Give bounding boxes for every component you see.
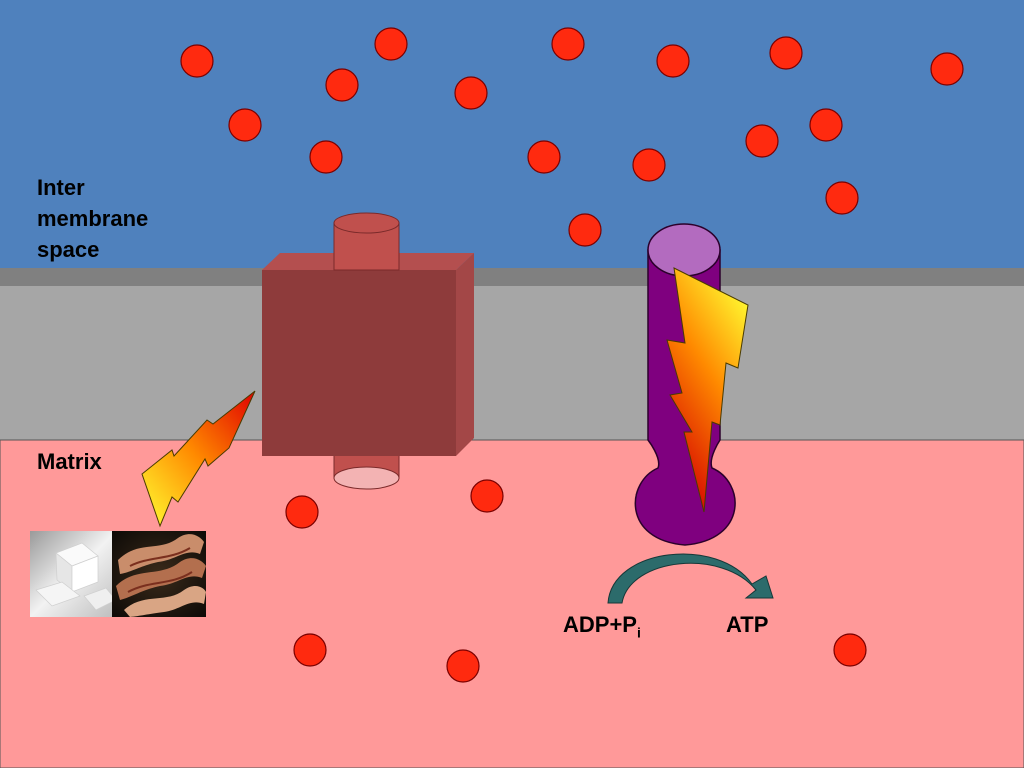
proton-layer [180,27,964,683]
proton [825,181,859,215]
intermembrane-space-label: Inter membrane space [37,175,149,262]
sugar-cubes-icon [30,531,117,617]
proton [374,27,408,61]
matrix-label: Matrix [37,449,102,474]
lightning-bolt-icon [666,267,749,513]
inner-membrane-edge [0,268,1024,286]
lightning-bolt-icon [141,390,256,528]
proton [285,495,319,529]
electron-transport-complex [262,212,474,490]
proton [527,140,561,174]
proton [551,27,585,61]
atp-label: ATP [726,612,769,637]
proton [656,44,690,78]
adp-pi-label: ADP+Pi [563,612,641,640]
proton [632,148,666,182]
inner-membrane [0,286,1024,440]
proton [454,76,488,110]
proton [568,213,602,247]
proton [325,68,359,102]
proton [470,479,504,513]
proton [309,140,343,174]
proton [833,633,867,667]
adp-base-label: ADP+P [563,612,637,637]
bacon-icon [112,531,206,617]
adp-subscript-label: i [636,624,641,641]
proton [180,44,214,78]
intermembrane-space-region [0,0,1024,270]
proton [930,52,964,86]
proton [228,108,262,142]
proton [809,108,843,142]
proton [769,36,803,70]
curved-arrow-icon [607,553,774,604]
proton [745,124,779,158]
proton [293,633,327,667]
proton [446,649,480,683]
